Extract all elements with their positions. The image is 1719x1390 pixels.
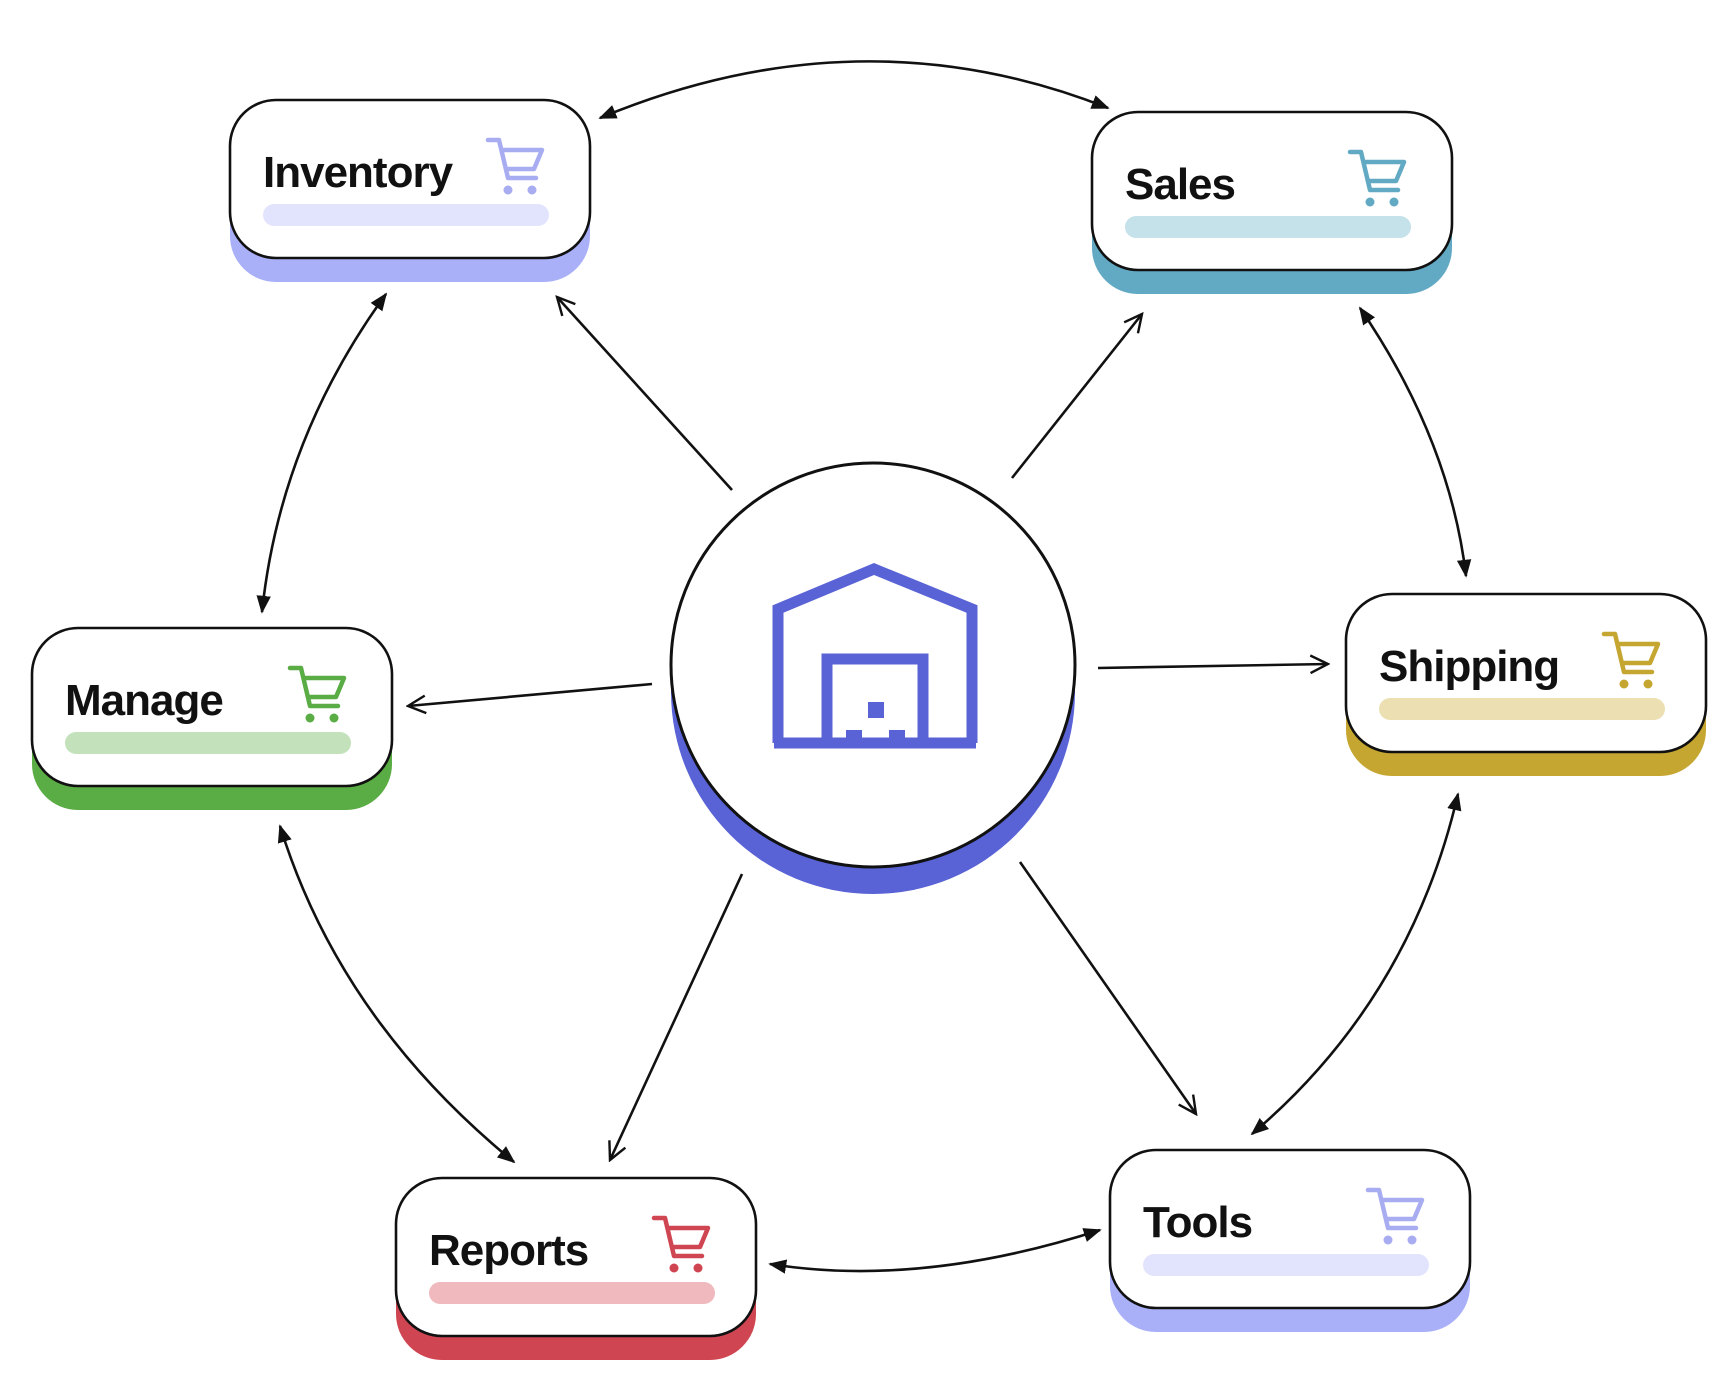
warehouse-icon [772, 563, 978, 749]
hub-node[interactable] [669, 461, 1077, 894]
node-inventory[interactable]: Inventory [228, 98, 592, 282]
link-hub-shipping [1097, 664, 1328, 668]
hub-circle [669, 461, 1077, 869]
shopping-cart-icon [1347, 149, 1407, 207]
node-progress-bar [65, 732, 351, 754]
shopping-cart-icon [287, 665, 347, 723]
node-label: Inventory [263, 148, 454, 197]
node-sales[interactable]: Sales [1090, 110, 1454, 294]
node-label: Shipping [1379, 642, 1559, 691]
node-progress-bar [1125, 216, 1411, 238]
node-label: Reports [429, 1226, 588, 1275]
node-progress-bar [1379, 698, 1665, 720]
node-progress-bar [263, 204, 549, 226]
node-reports[interactable]: Reports [394, 1176, 758, 1360]
link-reports-tools [768, 1228, 1102, 1274]
ring-connectors [256, 60, 1472, 1274]
link-shipping-tools [1250, 792, 1462, 1136]
link-hub-tools [1018, 861, 1196, 1114]
node-label: Sales [1125, 160, 1235, 209]
link-hub-inventory [557, 297, 733, 491]
link-inventory-sales [598, 60, 1110, 120]
shopping-cart-icon [1601, 631, 1661, 689]
shopping-cart-icon [1365, 1187, 1425, 1245]
node-label: Tools [1143, 1198, 1252, 1247]
shopping-cart-icon [485, 137, 545, 195]
warehouse-boxes [846, 702, 905, 746]
link-sales-shipping [1358, 306, 1472, 578]
node-tools[interactable]: Tools [1108, 1148, 1472, 1332]
link-hub-sales [1010, 314, 1142, 479]
node-label: Manage [65, 676, 223, 725]
shopping-cart-icon [651, 1215, 711, 1273]
node-progress-bar [1143, 1254, 1429, 1276]
node-progress-bar [429, 1282, 715, 1304]
link-manage-reports [277, 824, 516, 1164]
link-inventory-manage [256, 292, 388, 614]
hub-connectors [408, 297, 1328, 1160]
node-shipping[interactable]: Shipping [1344, 592, 1708, 776]
node-manage[interactable]: Manage [30, 626, 394, 810]
link-hub-manage [408, 682, 653, 706]
link-hub-reports [610, 873, 744, 1160]
